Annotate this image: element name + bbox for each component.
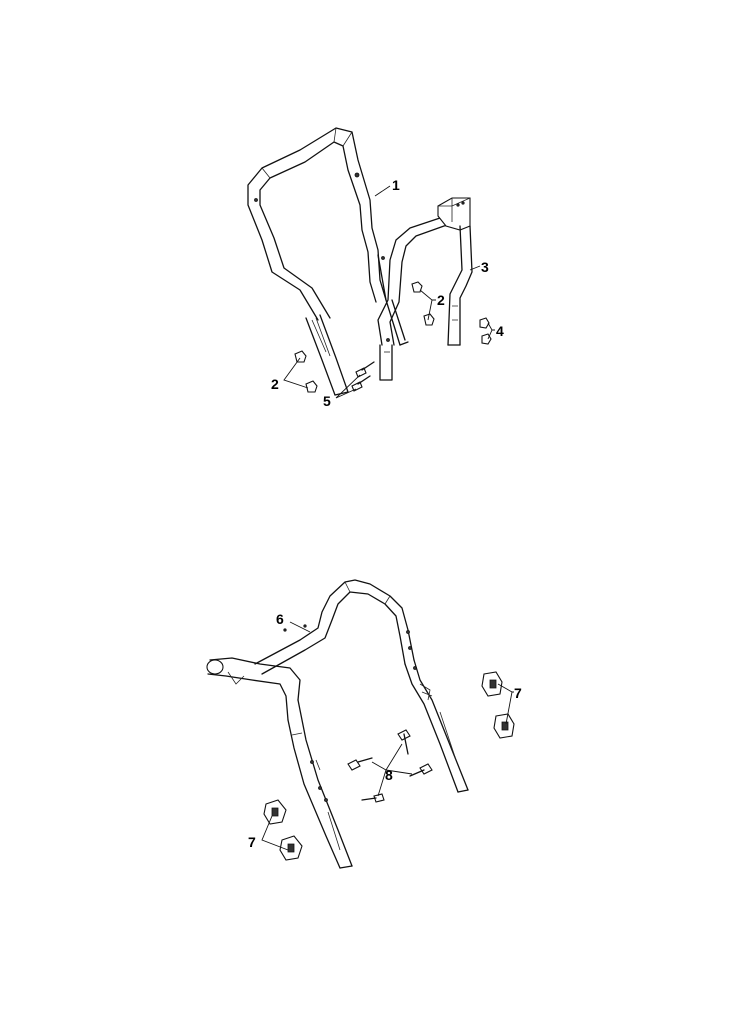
- callout-7-left: 7: [248, 834, 256, 850]
- callout-8: 8: [385, 767, 393, 783]
- upper-handle-part-6: [206, 579, 469, 869]
- front-frame-part-3: [377, 197, 473, 381]
- handle-frame-part-1: [247, 127, 409, 396]
- callout-6: 6: [276, 611, 284, 627]
- callouts-bottom: 6 7 8 7: [248, 611, 522, 851]
- bolt-part-5: [351, 361, 375, 392]
- callout-3: 3: [481, 259, 489, 275]
- callout-1: 1: [392, 177, 400, 193]
- nut-part-2-lower: [294, 350, 318, 393]
- callout-4: 4: [496, 323, 504, 339]
- knob-part-7-right: [481, 671, 515, 739]
- callout-5: 5: [323, 393, 331, 409]
- callouts-top: 1 2 3 4 2 5: [271, 177, 504, 409]
- callout-2-lower: 2: [271, 376, 279, 392]
- nut-part-2-upper: [411, 281, 435, 326]
- nut-part-4: [479, 317, 492, 345]
- knob-part-7-left: [263, 799, 303, 861]
- bolt-part-8: [347, 729, 433, 803]
- callout-7-right: 7: [514, 685, 522, 701]
- callout-2-upper: 2: [437, 292, 445, 308]
